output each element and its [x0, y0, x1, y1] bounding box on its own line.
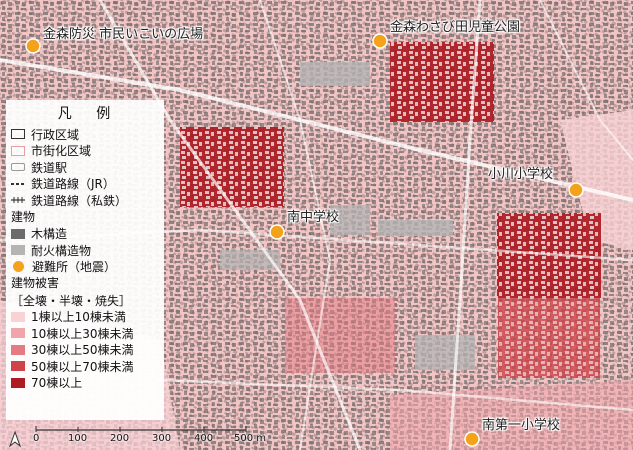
legend-item-damage-1: 1棟以上10棟未満: [11, 309, 159, 326]
scale-bar: 0 100 200 300 400 500 m: [8, 424, 268, 448]
shelter-label: 金森わさび田児童公園: [390, 20, 521, 35]
wooden-building-symbol: [11, 228, 25, 239]
fireproof-building-symbol: [11, 245, 25, 256]
legend-item-damage-3: 30棟以上50棟未満: [11, 342, 159, 359]
shelter-marker: [25, 38, 41, 54]
shelter-markers: [25, 33, 584, 447]
station-symbol: [11, 163, 25, 172]
admin-boundary-symbol: [11, 129, 25, 140]
legend-item-rail-private: 鉄道路線（私鉄）: [11, 192, 159, 209]
scale-tick-label: 500 m: [234, 433, 267, 444]
map-legend: 凡 例 行政区域 市街化区域 鉄道駅 鉄道路線（JR） 鉄道路: [6, 100, 164, 420]
scale-tick-label: 400: [194, 433, 214, 444]
shelter-marker: [269, 224, 285, 240]
legend-subheading-damage: ［全壊・半壊・焼失］: [11, 293, 132, 308]
shelter-marker: [568, 182, 584, 198]
scale-bar-graphic: [8, 426, 247, 448]
damage-swatch: [11, 377, 25, 388]
legend-item-damage-2: 10棟以上30棟未満: [11, 325, 159, 342]
rail-jr-symbol: [11, 182, 25, 185]
legend-item-wooden: 木構造: [11, 226, 159, 243]
shelter-label: 南第一小学校: [482, 418, 561, 433]
legend-item-damage-4: 50棟以上70棟未満: [11, 358, 159, 375]
legend-heading-buildings: 建物: [11, 209, 36, 224]
legend-item-admin-area: 行政区域: [11, 126, 159, 143]
legend-item-urbanization-area: 市街化区域: [11, 143, 159, 160]
legend-item-fireproof: 耐火構造物: [11, 242, 159, 259]
scale-tick-label: 0: [33, 433, 40, 444]
fireproof-buildings: [220, 62, 475, 370]
shelter-marker: [464, 431, 480, 447]
damage-swatch: [11, 361, 25, 372]
legend-item-station: 鉄道駅: [11, 159, 159, 176]
legend-item-damage-5: 70棟以上: [11, 375, 159, 392]
legend-item-shelter: 避難所（地震）: [11, 259, 159, 276]
damage-block-30-50: [285, 298, 395, 373]
damage-swatch: [11, 311, 25, 322]
legend-title: 凡 例: [57, 106, 121, 122]
scale-tick-label: 200: [110, 433, 130, 444]
legend-item-rail-jr: 鉄道路線（JR）: [11, 176, 159, 193]
urbanization-boundary-symbol: [11, 145, 25, 156]
damage-swatch: [11, 328, 25, 339]
scale-tick-label: 300: [152, 433, 172, 444]
north-arrow-icon: [8, 430, 22, 448]
damage-block-50-70: [498, 298, 600, 378]
rail-private-symbol: [11, 197, 25, 204]
shelter-icon: [13, 261, 24, 273]
shelter-marker: [372, 33, 388, 49]
legend-heading-damage: 建物被害: [11, 276, 60, 290]
damage-swatch: [11, 344, 25, 355]
shelter-label: 南中学校: [287, 210, 340, 225]
shelter-label: 小川小学校: [488, 167, 554, 182]
shelter-label: 金森防災 市民いこいの広場: [43, 27, 204, 42]
scale-tick-label: 100: [68, 433, 88, 444]
